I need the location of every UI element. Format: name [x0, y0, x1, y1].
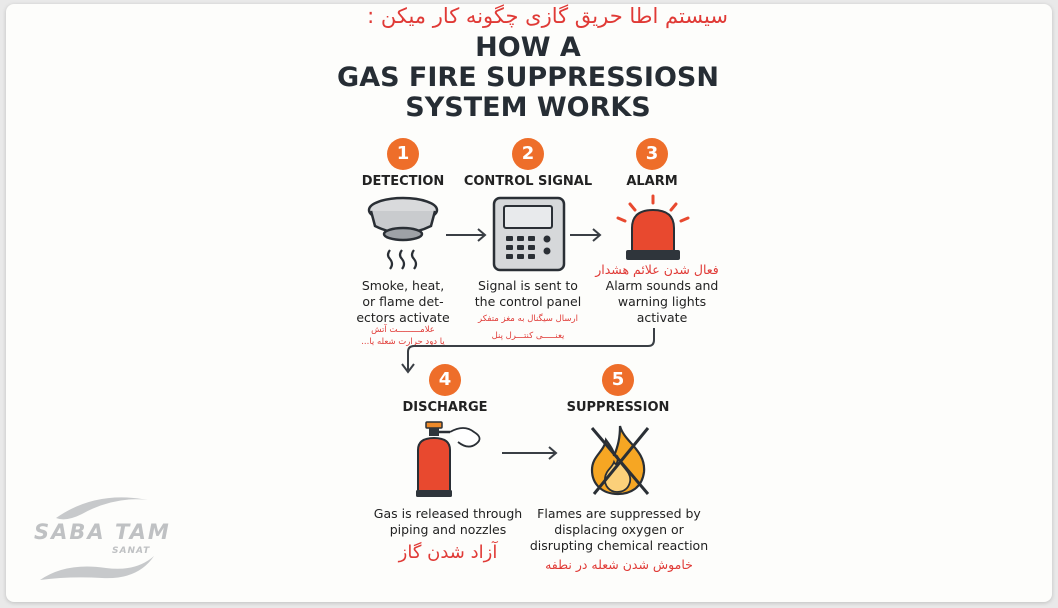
step-5-persian: خاموش شدن شعله در نطفه: [545, 557, 693, 572]
step-2-fa-line: یعنـــــی کنتـــرل پنل: [491, 331, 565, 341]
control-panel-icon: [492, 196, 566, 272]
arrow-right-icon: [446, 228, 487, 242]
step-3-desc-line: Alarm sounds and: [605, 278, 719, 293]
step-3-persian: فعال شدن علائم هشدار: [595, 262, 719, 277]
step-1-fa-line: علامـــــــــت آتش: [371, 325, 435, 335]
saba-tam-logo-icon: [40, 497, 154, 580]
arrow-right-icon: [502, 446, 558, 460]
infographic-card: [6, 4, 1052, 602]
gas-cylinder-icon: [416, 421, 481, 497]
step-4-label: DISCHARGE: [402, 400, 488, 415]
title-line-1: HOW A: [475, 32, 581, 63]
alarm-beacon-icon: [616, 194, 690, 260]
title-line-2: GAS FIRE SUPPRESSIOSN: [337, 62, 719, 93]
step-2-persian: ارسال سیگنال به مغز متفکر یعنـــــی کنتـ…: [468, 311, 588, 345]
step-5-desc-line: disrupting chemical reaction: [529, 538, 709, 553]
step-3-label: ALARM: [626, 174, 678, 189]
step-5-badge: 5: [602, 364, 634, 396]
logo-subtitle: SANAT: [112, 546, 151, 556]
crossed-flame-icon: [590, 425, 650, 496]
connector-arrow-icon: [401, 328, 655, 374]
step-2-description: Signal is sent to the control panel: [458, 278, 598, 310]
step-3-badge: 3: [636, 138, 668, 170]
step-5-label: SUPPRESSION: [566, 400, 670, 415]
step-1-desc-line: ectors activate: [356, 310, 450, 325]
step-3-desc-line: warning lights: [617, 294, 707, 309]
step-2-desc-line: Signal is sent to: [478, 278, 578, 293]
step-1-badge: 1: [387, 138, 419, 170]
step-4-desc-line: piping and nozzles: [389, 522, 507, 537]
title-line-3: SYSTEM WORKS: [405, 92, 651, 123]
step-1-desc-line: or flame det-: [362, 294, 444, 309]
step-2-fa-line: ارسال سیگنال به مغز متفکر: [478, 314, 578, 324]
step-1-fa-line: یا دود حرارت شعله یا...: [361, 337, 445, 347]
step-2-label: CONTROL SIGNAL: [463, 174, 593, 189]
step-5-desc-line: Flames are suppressed by: [537, 506, 701, 521]
step-1-persian: علامـــــــــت آتش یا دود حرارت شعله یا.…: [348, 324, 458, 348]
step-2-desc-line: the control panel: [474, 294, 582, 309]
step-4-persian: آزاد شدن گاز: [398, 542, 498, 563]
step-4-badge: 4: [429, 364, 461, 396]
step-4-description: Gas is released through piping and nozzl…: [368, 506, 528, 538]
step-5-description: Flames are suppressed by displacing oxyg…: [526, 506, 712, 554]
persian-title: سیستم اطا حریق گازی چگونه کار میکن :: [367, 4, 728, 28]
step-1-desc-line: Smoke, heat,: [361, 278, 445, 293]
step-1-label: DETECTION: [361, 174, 445, 189]
step-3-desc-line: activate: [636, 310, 688, 325]
step-5-desc-line: displacing oxygen or: [554, 522, 684, 537]
arrow-right-icon: [570, 228, 602, 242]
step-1-description: Smoke, heat, or flame det- ectors activa…: [333, 278, 473, 326]
smoke-detector-icon: [367, 196, 439, 270]
step-3-description: Alarm sounds and warning lights activate: [587, 278, 737, 326]
step-4-desc-line: Gas is released through: [373, 506, 523, 521]
step-2-badge: 2: [512, 138, 544, 170]
logo-name: SABA TAM: [34, 520, 171, 544]
